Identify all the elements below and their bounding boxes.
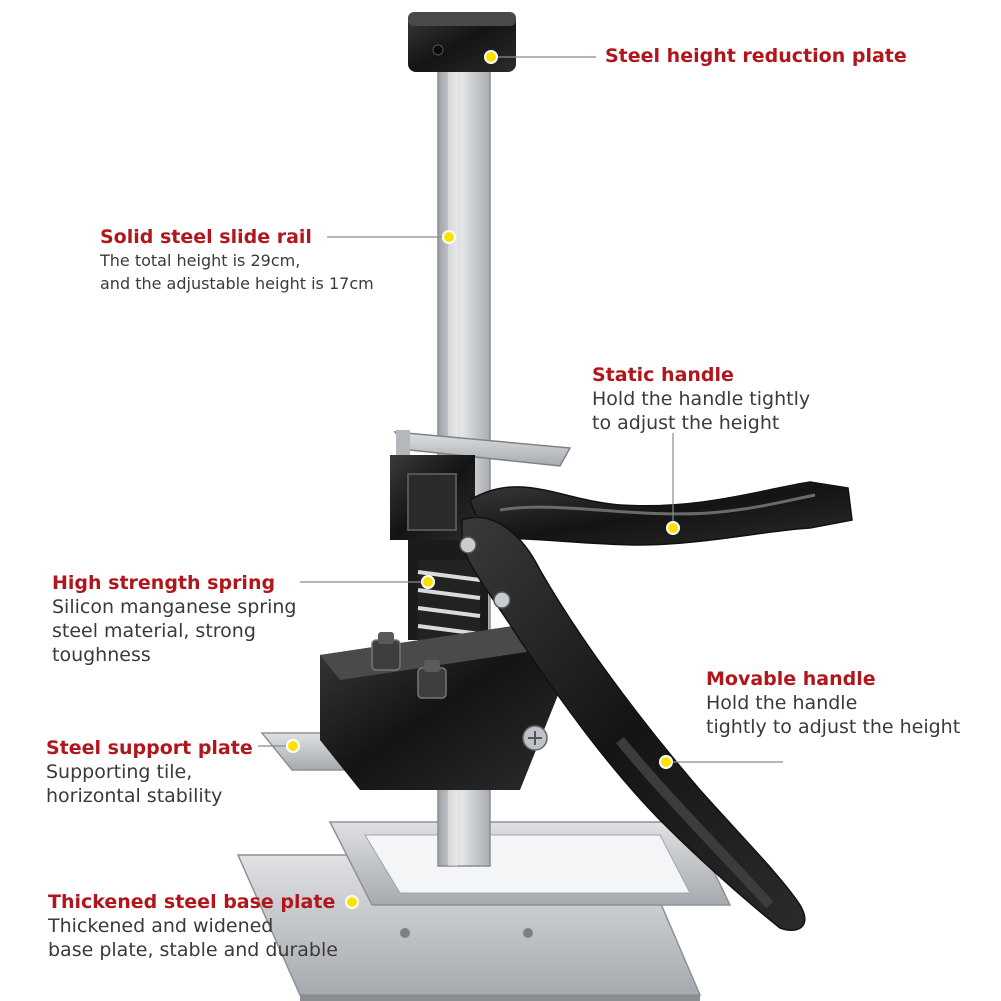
callout-line: Supporting tile, (46, 761, 193, 783)
marker-spring-dot (421, 575, 435, 589)
callout-line: base plate, stable and durable (48, 939, 338, 961)
callout-static-handle: Static handle Hold the handle tightly to… (592, 363, 810, 435)
marker-reduction-plate-dot (484, 50, 498, 64)
callout-line: and the adjustable height is 17cm (100, 274, 374, 293)
callout-title: Solid steel slide rail (100, 226, 312, 248)
marker-movable-handle-dot (659, 755, 673, 769)
callout-title: High strength spring (52, 572, 276, 594)
callout-slide-rail: Solid steel slide rail The total height … (100, 225, 374, 295)
callout-line: Thickened and widened (48, 915, 274, 937)
callout-line: toughness (52, 644, 151, 666)
marker-static-handle-dot (666, 521, 680, 535)
callout-title: Steel support plate (46, 737, 253, 759)
marker-base-plate-dot (345, 895, 359, 909)
yellow-dot-markers (286, 50, 680, 909)
callout-line: to adjust the height (592, 412, 780, 434)
callout-support-plate: Steel support plate Supporting tile, hor… (46, 736, 253, 808)
callout-title: Thickened steel base plate (48, 891, 336, 913)
static-handle (469, 481, 853, 546)
spring (417, 560, 481, 642)
reduction-plate (408, 12, 516, 72)
callout-title: Movable handle (706, 668, 876, 690)
callout-line: tightly to adjust the height (706, 716, 961, 738)
callout-title: Static handle (592, 364, 734, 386)
lower-housing (320, 625, 560, 790)
callout-line: steel material, strong (52, 620, 256, 642)
callout-reduction-plate: Steel height reduction plate (605, 44, 907, 68)
callout-line: horizontal stability (46, 785, 223, 807)
callout-base-plate: Thickened steel base plate Thickened and… (48, 890, 338, 962)
callout-movable-handle: Movable handle Hold the handle tightly t… (706, 667, 960, 739)
callout-line: Hold the handle tightly (592, 388, 811, 410)
callout-line: Silicon manganese spring (52, 596, 297, 618)
callout-spring: High strength spring Silicon manganese s… (52, 571, 296, 667)
top-bracket (393, 430, 572, 467)
movable-handle (459, 516, 806, 931)
callout-title: Steel height reduction plate (605, 45, 907, 67)
callout-line: Hold the handle (706, 692, 858, 714)
marker-support-plate-dot (286, 739, 300, 753)
marker-slide-rail-dot (442, 230, 456, 244)
callout-line: The total height is 29cm, (100, 251, 301, 270)
